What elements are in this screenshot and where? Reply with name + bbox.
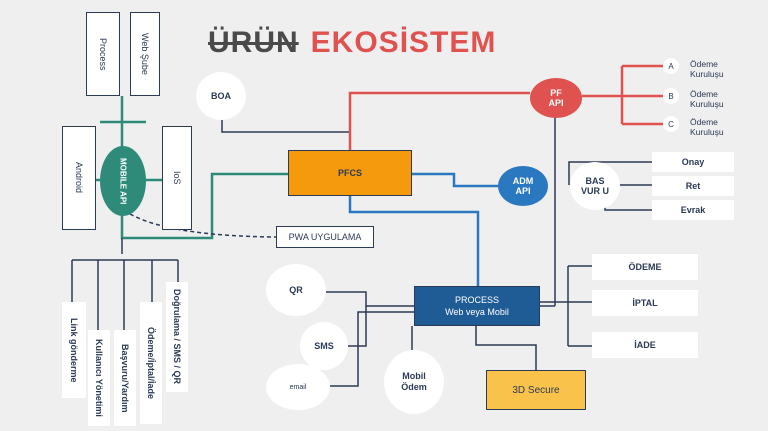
mobile-api-label: MOBILE API [118, 157, 128, 205]
feature-link-gonderme: Link gönderme [62, 302, 86, 398]
mobile-api-node: MOBILE API [100, 146, 146, 216]
process-main-line1: PROCESS [454, 295, 499, 305]
pfcs-label: PFCS [337, 168, 362, 178]
outcome-label: İPTAL [632, 298, 658, 308]
outcome-label: Ret [685, 181, 701, 191]
odeme-kurulusu-a-marker: A [663, 58, 679, 74]
basvuru-outcome-ret: Ret [652, 176, 734, 196]
odeme-kurulusu-a-label: Ödeme Kuruluşu [690, 59, 724, 79]
pfcs-node: PFCS [288, 150, 412, 196]
title-main: EKOSİSTEM [310, 26, 497, 59]
basvuru-node: BAS VUR U [570, 162, 620, 210]
odeme-kurulusu-c-label: Ödeme Kuruluşu [690, 117, 724, 137]
ios-label: IoS [172, 171, 182, 185]
3d-secure-label: 3D Secure [512, 384, 560, 396]
android-label: Android [74, 162, 84, 194]
email-label: email [289, 383, 307, 391]
adm-api-label: ADM API [512, 176, 534, 196]
boa-label: BOA [211, 91, 231, 101]
odeme-kurulusu-c-marker: C [663, 116, 679, 132]
feature-basvuru-yardim: Başvuru/Yardım [114, 330, 136, 426]
sms-node: SMS [300, 322, 348, 370]
email-node: email [266, 364, 330, 410]
mobil-odem-label: Mobil Ödem [401, 371, 427, 392]
process-outcome-odeme: ÖDEME [592, 254, 698, 280]
process-box: Process [86, 12, 120, 96]
outcome-label: ÖDEME [628, 262, 662, 272]
feature-dogrulama: Doğrulama / SMS / QR [166, 282, 188, 392]
feature-kullanici-yonetimi: Kullanıcı Yönetimi [88, 330, 110, 426]
basvuru-outcome-onay: Onay [652, 152, 734, 172]
page-title: ÜRÜN EKOSİSTEM [208, 26, 496, 60]
outcome-label: Onay [681, 157, 705, 167]
pf-api-label: PF API [548, 88, 564, 108]
odeme-kurulusu-b-label: Ödeme Kuruluşu [690, 89, 724, 109]
basvuru-outcome-evrak: Evrak [652, 200, 734, 220]
pwa-label: PWA UYGULAMA [288, 232, 362, 242]
qr-node: QR [266, 264, 326, 316]
outcome-label: İADE [634, 340, 656, 350]
feature-label: Ödeme/İptal/İade [146, 326, 156, 400]
process-box-label: Process [98, 37, 108, 71]
ios-box: IoS [162, 126, 192, 230]
adm-api-node: ADM API [498, 166, 548, 206]
pwa-node: PWA UYGULAMA [276, 226, 374, 248]
web-sube-label: Web Şube [140, 33, 150, 75]
process-main-line2: Web veya Mobil [445, 307, 509, 317]
process-outcome-iade: İADE [592, 332, 698, 358]
feature-label: Doğrulama / SMS / QR [172, 289, 182, 385]
boa-node: BOA [196, 72, 246, 120]
android-box: Android [62, 126, 96, 230]
qr-label: QR [289, 285, 303, 295]
outcome-label: Evrak [680, 205, 706, 215]
feature-label: Başvuru/Yardım [120, 343, 130, 413]
process-main-node: PROCESS Web veya Mobil [414, 286, 540, 326]
3d-secure-node: 3D Secure [486, 370, 586, 410]
mobil-odem-node: Mobil Ödem [384, 350, 444, 414]
web-sube-box: Web Şube [130, 12, 160, 96]
pf-api-node: PF API [530, 78, 582, 118]
basvuru-label: BAS VUR U [581, 176, 610, 196]
feature-odeme-iptal-iade: Ödeme/İptal/İade [140, 302, 162, 424]
sms-label: SMS [314, 341, 334, 351]
feature-label: Kullanıcı Yönetimi [94, 339, 104, 417]
feature-label: Link gönderme [69, 317, 79, 383]
odeme-kurulusu-b-marker: B [663, 88, 679, 104]
process-outcome-iptal: İPTAL [592, 290, 698, 316]
title-struck: ÜRÜN [208, 26, 299, 59]
